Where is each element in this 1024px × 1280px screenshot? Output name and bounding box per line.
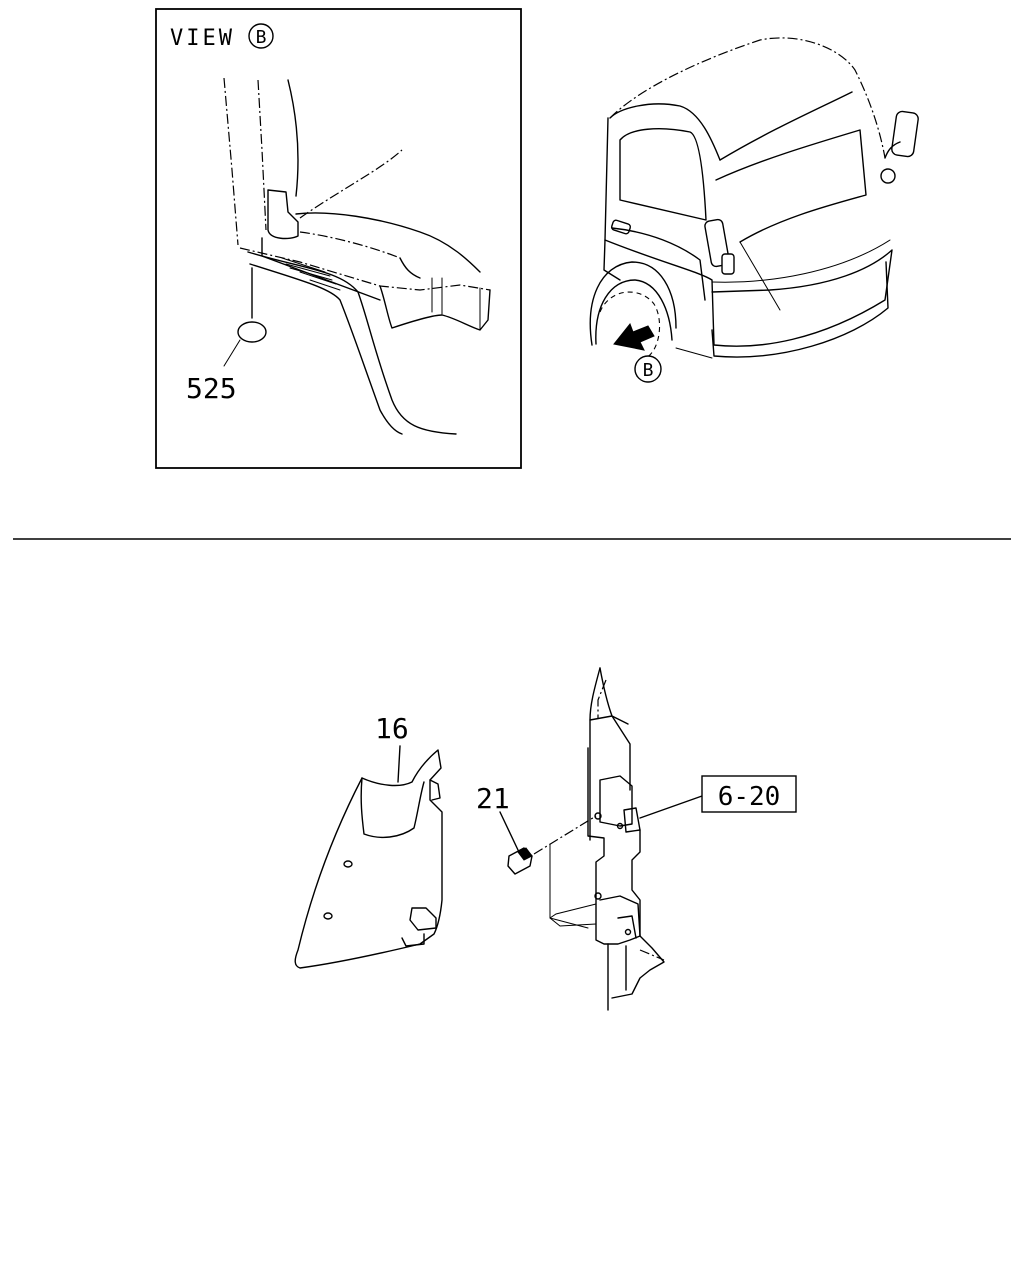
grille-line bbox=[711, 239, 891, 283]
callout-525-label: 525 bbox=[186, 372, 237, 405]
cover-panel-tab bbox=[429, 779, 441, 801]
pillar-outline-inner bbox=[257, 79, 267, 231]
floor-line bbox=[239, 247, 491, 291]
mirror-right bbox=[891, 110, 919, 158]
front-panel bbox=[715, 129, 867, 243]
body-curve-outer bbox=[247, 251, 457, 435]
windshield bbox=[619, 128, 707, 221]
body-curve-inner bbox=[249, 263, 403, 435]
pillar-outline bbox=[223, 77, 239, 246]
callout-525-marker bbox=[237, 321, 267, 343]
seat-cushion-edge bbox=[299, 231, 401, 259]
bracket-hole-top bbox=[594, 812, 602, 820]
floor-step bbox=[261, 237, 381, 301]
ref-6-20-label: 6-20 bbox=[718, 782, 781, 812]
cover-panel-foot bbox=[401, 933, 425, 947]
cover-panel-clip bbox=[409, 907, 437, 931]
seat-cushion-front bbox=[295, 212, 481, 273]
truck-cab-illustration: B bbox=[589, 37, 919, 383]
floor-panel-a bbox=[379, 285, 491, 331]
seat-cushion-side bbox=[399, 257, 421, 279]
cover-panel-hole-1 bbox=[343, 860, 353, 868]
bracket-lower bbox=[599, 895, 641, 937]
view-marker-circle bbox=[248, 23, 274, 49]
side-step bbox=[675, 347, 713, 359]
seat-cushion-top bbox=[299, 149, 403, 219]
clip-head bbox=[517, 847, 533, 861]
wheel-rim bbox=[599, 291, 661, 359]
callout-16-label: 16 bbox=[375, 712, 409, 745]
mirror-right-lamp bbox=[880, 168, 896, 184]
hatch-strip bbox=[281, 257, 341, 291]
clip-part-21: 21 bbox=[476, 782, 597, 875]
panel-outline bbox=[549, 843, 589, 929]
wheel-arch-inner bbox=[595, 279, 673, 345]
bracket-main bbox=[587, 747, 641, 945]
pillar-lower-flare bbox=[611, 935, 665, 999]
door-handle bbox=[610, 219, 632, 235]
view-marker-letter: B bbox=[256, 27, 267, 48]
seat-bracket bbox=[267, 189, 299, 240]
cab-marker-letter: B bbox=[643, 360, 654, 381]
ref-6-20-leader bbox=[639, 795, 703, 819]
callout-21-label: 21 bbox=[476, 782, 510, 815]
cab-door-line bbox=[611, 227, 706, 301]
cab-lower-body bbox=[604, 239, 893, 347]
cover-panel bbox=[294, 749, 443, 969]
view-label: VIEW bbox=[170, 26, 235, 51]
view-arrow-icon bbox=[613, 323, 655, 351]
cover-panel-part-16: 16 bbox=[294, 712, 443, 969]
cab-roof bbox=[609, 37, 886, 159]
callout-525-pointer bbox=[223, 339, 241, 367]
bracket-hole-side-1 bbox=[616, 822, 624, 830]
callout-16-leader bbox=[397, 745, 401, 783]
wheel-arch bbox=[589, 261, 677, 346]
bracket-tab bbox=[623, 807, 641, 833]
bracket-flange bbox=[599, 775, 633, 827]
panel-outline-top bbox=[549, 903, 597, 919]
cab-side bbox=[603, 117, 621, 281]
cab-marker-circle bbox=[634, 355, 662, 383]
seat-back bbox=[287, 79, 299, 197]
mirror-right-arm bbox=[884, 141, 901, 159]
callout-21-leader bbox=[499, 811, 519, 851]
view-b-detail: VIEW B 525 bbox=[155, 8, 522, 469]
bracket-hole-bottom bbox=[594, 892, 602, 900]
ref-6-20-box bbox=[701, 775, 797, 813]
side-lamp bbox=[721, 253, 735, 275]
bracket-lower-inner bbox=[617, 915, 637, 939]
bracket-hole-side-2 bbox=[624, 928, 632, 936]
cab-roof-top bbox=[719, 91, 853, 161]
pillar-dash-a bbox=[597, 679, 607, 718]
reference-6-20: 6-20 bbox=[639, 775, 797, 819]
mounting-pillar bbox=[549, 667, 665, 1011]
bumper bbox=[711, 261, 889, 358]
cover-panel-recess bbox=[360, 777, 425, 839]
view-b-frame bbox=[155, 8, 522, 469]
clip-install-line bbox=[533, 815, 597, 855]
pillar-lower-dash bbox=[639, 949, 665, 961]
pillar-upper bbox=[589, 715, 631, 791]
panel-outline-bottom bbox=[549, 917, 597, 927]
pillar-edge-right bbox=[599, 667, 629, 725]
front-crease bbox=[739, 241, 781, 311]
cab-roof-front bbox=[609, 103, 721, 161]
cover-panel-hole-2 bbox=[323, 912, 333, 920]
